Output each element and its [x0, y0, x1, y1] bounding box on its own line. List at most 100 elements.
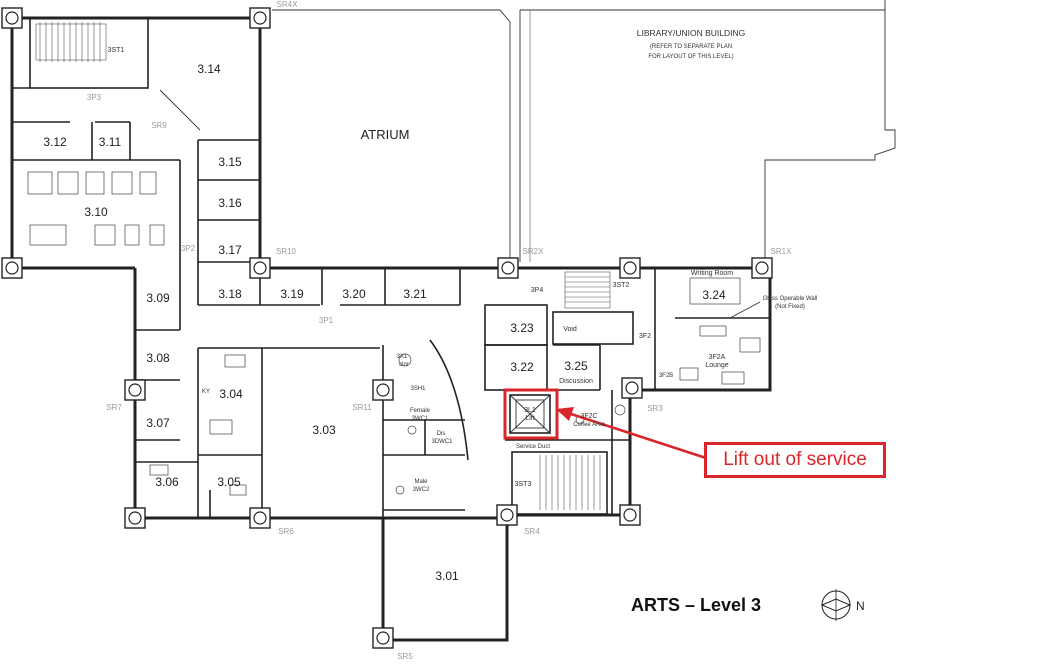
column-left-mid	[1, 257, 23, 279]
room-3-18: 3.18	[218, 287, 242, 301]
lounge-label: Lounge	[705, 362, 728, 369]
room-3-25: 3.25	[564, 359, 588, 373]
room-3-21: 3.21	[403, 287, 427, 301]
room-3-08: 3.08	[146, 351, 170, 365]
writing-room-label: Writing Room	[691, 270, 733, 277]
room-3-12: 3.12	[43, 135, 67, 149]
room-3-19: 3.19	[280, 287, 304, 301]
space-3p2: 3P2	[181, 244, 196, 253]
riser-sr9: SR9	[151, 121, 167, 130]
room-3-01: 3.01	[435, 569, 459, 583]
space-3wc1: 3WC1	[412, 416, 429, 422]
room-3-06: 3.06	[155, 475, 179, 489]
riser-sr7: SR7	[106, 403, 122, 412]
furniture	[27, 171, 761, 496]
north-label: N	[856, 599, 865, 613]
room-3-20: 3.20	[342, 287, 366, 301]
room-3-15: 3.15	[218, 155, 242, 169]
room-3-23: 3.23	[510, 321, 534, 335]
riser-sr4x: SR4X	[277, 0, 299, 9]
cleaner-label: clnr	[399, 362, 409, 368]
atrium-label: ATRIUM	[361, 127, 410, 142]
room-3-07: 3.07	[146, 416, 170, 430]
space-3p3: 3P3	[87, 93, 102, 102]
space-labels: 3ST1 3P3 3P2 3P1 3P4 3ST2 Void Discussio…	[87, 47, 818, 493]
male-toilet-label: Male	[414, 479, 428, 485]
column-sr11	[372, 379, 394, 401]
column-sr10	[249, 257, 271, 279]
library-note-line2: (REFER TO SEPARATE PLAN	[650, 44, 732, 50]
column-sr4	[496, 504, 518, 526]
accessible-toilet-label: Dis	[437, 431, 446, 437]
library-note-line3: FOR LAYOUT OF THIS LEVEL)	[648, 54, 733, 60]
column-sr1x	[751, 257, 773, 279]
coffee-area-label: Coffee Area	[573, 422, 605, 428]
glass-wall-label: Glass Operable Wall	[763, 296, 818, 302]
room-3-17: 3.17	[218, 243, 242, 257]
stair-3st1: 3ST1	[108, 47, 125, 54]
space-3f2: 3F2	[639, 333, 651, 340]
room-3-10: 3.10	[84, 205, 108, 219]
library-title: LIBRARY/UNION BUILDING	[637, 28, 745, 38]
space-3sh1: 3SH1	[410, 386, 426, 392]
service-duct-label: Service Duct	[516, 444, 550, 450]
room-3-16: 3.16	[218, 196, 242, 210]
north-compass-icon	[820, 589, 852, 621]
riser-sr1x: SR1X	[771, 247, 793, 256]
room-3-22: 3.22	[510, 360, 534, 374]
room-labels: 3.14 3.12 3.11 3.10 3.15 3.16 3.17 3.18 …	[43, 62, 726, 583]
interior-walls	[12, 17, 770, 518]
column-bottom-left	[124, 507, 146, 529]
level-title: ARTS – Level 3	[631, 595, 762, 615]
column-top-left	[1, 7, 23, 29]
lift-out-of-service-callout: Lift out of service	[704, 442, 886, 478]
stair-3st2: 3ST2	[613, 282, 630, 289]
exterior-walls	[10, 16, 772, 642]
lift-label: Lift	[525, 415, 534, 422]
column-sr5	[372, 627, 394, 649]
space-3f2c: 3F2C	[580, 413, 597, 420]
column-bottom-right	[619, 504, 641, 526]
space-3f2a: 3F2A	[709, 354, 726, 361]
riser-sr4: SR4	[524, 527, 540, 536]
riser-sr3: SR3	[647, 404, 663, 413]
room-3-09: 3.09	[146, 291, 170, 305]
room-3-04: 3.04	[219, 387, 243, 401]
column-top-mid	[249, 7, 271, 29]
riser-labels: SR4X SR9 SR10 SR2X SR1X SR7 SR11 SR3 SR6…	[106, 0, 792, 661]
space-3dwc1: 3DWC1	[431, 439, 453, 445]
space-3wc2: 3WC2	[413, 487, 430, 493]
column-sr2x	[497, 257, 519, 279]
stair-3st3: 3ST3	[515, 481, 532, 488]
void-label: Void	[563, 326, 577, 333]
glass-wall-note: (Not Fixed)	[775, 304, 805, 310]
space-3x1: 3X1	[397, 354, 408, 360]
column-sr6	[249, 507, 271, 529]
lift-highlight-box	[503, 388, 559, 440]
room-3-24: 3.24	[702, 288, 726, 302]
space-3f2b: 3F2B	[659, 373, 673, 379]
column-mid-right	[619, 257, 641, 279]
room-3-03: 3.03	[312, 423, 336, 437]
room-3-05: 3.05	[217, 475, 241, 489]
column-sr3	[621, 377, 643, 399]
room-3-14: 3.14	[197, 62, 221, 76]
space-3p1: 3P1	[319, 316, 334, 325]
room-3-11: 3.11	[99, 135, 122, 149]
callout-text: Lift out of service	[723, 449, 867, 470]
library-building-outline	[272, 0, 896, 262]
lift-shaft	[509, 394, 551, 434]
riser-sr5: SR5	[397, 652, 413, 661]
ky-label: KY	[202, 389, 210, 395]
structural-columns	[1, 7, 773, 649]
riser-sr11: SR11	[352, 403, 372, 412]
callout-arrow	[556, 407, 707, 460]
riser-sr6: SR6	[278, 527, 294, 536]
lift-code-label: 3L1	[524, 407, 536, 414]
female-toilet-label: Female	[410, 408, 431, 414]
column-sr7	[124, 379, 146, 401]
space-3p4: 3P4	[531, 287, 544, 294]
riser-sr10: SR10	[276, 247, 297, 256]
discussion-label: Discussion	[559, 378, 593, 385]
riser-sr2x: SR2X	[523, 247, 545, 256]
